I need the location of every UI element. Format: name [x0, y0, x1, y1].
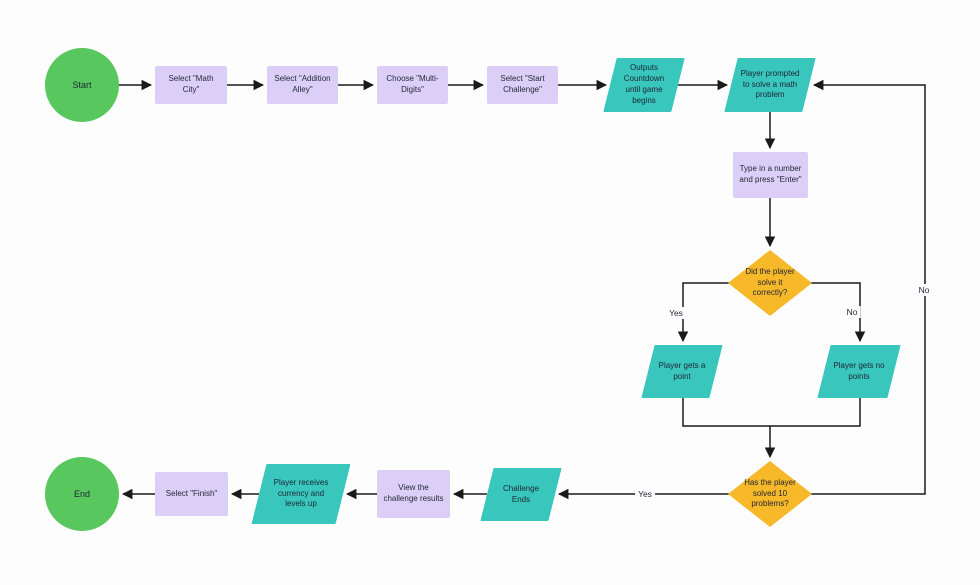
node-select-addition-alley-label: Select "Addition Alley": [274, 74, 331, 94]
node-end[interactable]: End: [45, 457, 119, 531]
node-select-finish[interactable]: Select "Finish": [155, 472, 228, 516]
node-did-player-solve-label: Did the player solve it correctly?: [745, 266, 795, 298]
node-player-prompted[interactable]: Player prompted to solve a math problem: [724, 58, 816, 112]
node-view-results[interactable]: View the challenge results: [377, 470, 450, 518]
node-outputs-countdown-label: Outputs Countdown until game begins: [623, 63, 665, 105]
node-choose-multi-digits[interactable]: Choose "Multi-Digits": [377, 66, 448, 104]
node-select-addition-alley[interactable]: Select "Addition Alley": [267, 66, 338, 104]
edge-label-decision1-yes: Yes: [666, 307, 686, 319]
connector-point-merge-left: [682, 398, 770, 427]
connector-decision2-no-loop: [810, 79, 926, 495]
connector-point-merge-right: [770, 398, 861, 427]
node-challenge-ends-label: Challenge Ends: [502, 483, 540, 504]
node-has-player-solved-10-label: Has the player solved 10 problems?: [744, 477, 796, 509]
node-choose-multi-digits-label: Choose "Multi-Digits": [386, 74, 439, 94]
node-select-start-challenge-label: Select "Start Challenge": [500, 74, 545, 94]
node-player-prompted-label: Player prompted to solve a math problem: [740, 68, 800, 100]
node-type-number-label: Type in a number and press "Enter": [739, 164, 802, 184]
node-outputs-countdown[interactable]: Outputs Countdown until game begins: [603, 58, 685, 112]
node-did-player-solve[interactable]: Did the player solve it correctly?: [728, 250, 812, 316]
node-start-label: Start: [72, 79, 92, 90]
edge-label-loop-no: No: [915, 284, 933, 296]
node-player-gets-no-points-label: Player gets no points: [833, 360, 885, 381]
node-player-receives[interactable]: Player receives currency and levels up: [251, 464, 351, 524]
node-player-gets-point-label: Player gets a point: [658, 360, 706, 381]
node-select-start-challenge[interactable]: Select "Start Challenge": [487, 66, 558, 104]
node-select-math-city-label: Select "Math City": [168, 74, 214, 94]
edge-label-decision2-yes: Yes: [635, 488, 655, 500]
connector-decision1-no: [810, 282, 866, 343]
node-player-gets-no-points[interactable]: Player gets no points: [817, 345, 901, 398]
edge-label-decision1-no: No: [843, 306, 861, 318]
connector-decision1-yes: [677, 282, 730, 343]
node-start[interactable]: Start: [45, 48, 119, 122]
node-player-receives-label: Player receives currency and levels up: [273, 477, 329, 509]
node-select-finish-label: Select "Finish": [165, 488, 218, 498]
node-type-number[interactable]: Type in a number and press "Enter": [733, 152, 808, 198]
node-end-label: End: [73, 488, 90, 499]
node-view-results-label: View the challenge results: [383, 483, 444, 503]
node-select-math-city[interactable]: Select "Math City": [155, 66, 227, 104]
node-has-player-solved-10[interactable]: Has the player solved 10 problems?: [728, 461, 812, 527]
node-challenge-ends[interactable]: Challenge Ends: [480, 468, 562, 521]
node-player-gets-point[interactable]: Player gets a point: [641, 345, 723, 398]
